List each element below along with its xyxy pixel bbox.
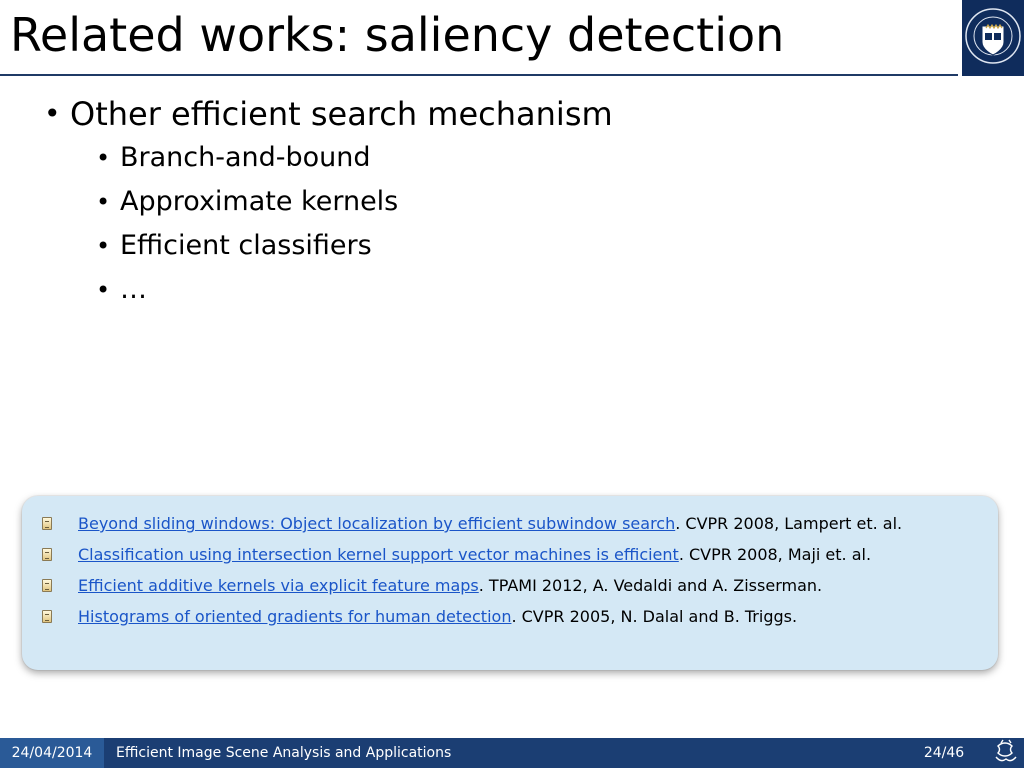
reference-citation: . TPAMI 2012, A. Vedaldi and A. Zisserma… <box>478 576 823 595</box>
sub-bullet: Efficient classifiers <box>96 224 984 268</box>
sub-bullet: Approximate kernels <box>96 180 984 224</box>
slide-bullets: Other efficient search mechanism Branch-… <box>44 92 984 312</box>
reference-link[interactable]: Beyond sliding windows: Object localizat… <box>78 514 676 533</box>
dragon-logo-icon <box>988 738 1024 768</box>
document-icon <box>42 517 52 530</box>
sub-bullet: Branch-and-bound <box>96 136 984 180</box>
document-icon <box>42 548 52 561</box>
footer-date: 24/04/2014 <box>0 738 104 768</box>
reference-item: Histograms of oriented gradients for hum… <box>40 607 982 627</box>
sub-bullet: … <box>96 268 984 312</box>
reference-item: Efficient additive kernels via explicit … <box>40 576 982 596</box>
references-box: Beyond sliding windows: Object localizat… <box>22 496 998 670</box>
reference-citation: . CVPR 2008, Lampert et. al. <box>675 514 903 533</box>
document-icon <box>42 610 52 623</box>
university-crest-icon <box>962 0 1024 76</box>
footer-presentation-title: Efficient Image Scene Analysis and Appli… <box>116 745 452 761</box>
slide-footer: 24/04/2014 Efficient Image Scene Analysi… <box>0 738 1024 768</box>
sub-bullet-list: Branch-and-bound Approximate kernels Eff… <box>44 136 984 312</box>
reference-citation: . CVPR 2008, Maji et. al. <box>678 545 872 564</box>
main-bullet: Other efficient search mechanism <box>44 92 984 136</box>
reference-citation: . CVPR 2005, N. Dalal and B. Triggs. <box>511 607 798 626</box>
reference-link[interactable]: Efficient additive kernels via explicit … <box>78 576 479 595</box>
reference-item: Beyond sliding windows: Object localizat… <box>40 514 982 534</box>
reference-item: Classification using intersection kernel… <box>40 545 982 565</box>
reference-link[interactable]: Classification using intersection kernel… <box>78 545 679 564</box>
footer-page-number: 24/46 <box>923 745 965 761</box>
reference-list: Beyond sliding windows: Object localizat… <box>40 514 982 638</box>
document-icon <box>42 579 52 592</box>
reference-link[interactable]: Histograms of oriented gradients for hum… <box>78 607 512 626</box>
title-divider <box>0 74 958 76</box>
slide-title: Related works: saliency detection <box>10 8 785 62</box>
